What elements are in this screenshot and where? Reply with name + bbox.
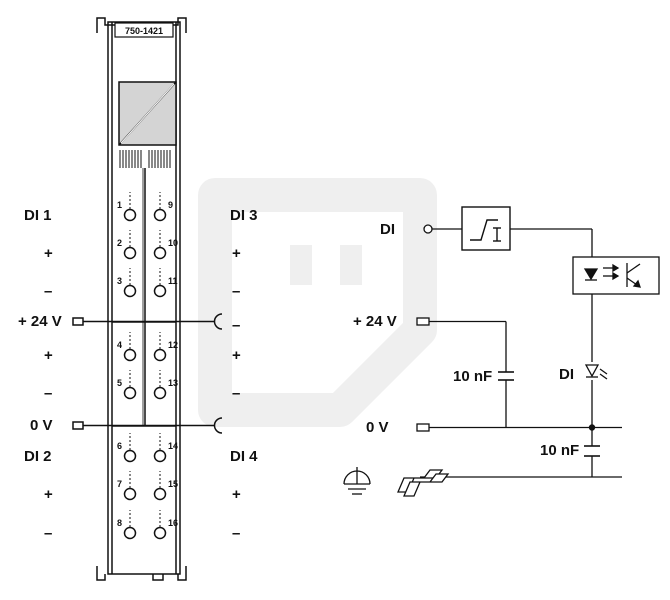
clamp-number-9: 9: [168, 200, 173, 210]
clamp-7[interactable]: [123, 471, 137, 501]
led-label: DI: [559, 366, 574, 383]
clamp-9[interactable]: [153, 192, 167, 222]
label-right-plus-3: +: [232, 486, 241, 503]
label-plus-3: +: [44, 486, 53, 503]
label-right-minus-1: –: [232, 283, 240, 300]
clamp-4[interactable]: [123, 332, 137, 362]
clamp-11[interactable]: [153, 268, 167, 298]
schematic-label-24v: + 24 V: [353, 313, 397, 330]
filter-icon: [461, 206, 511, 251]
clamp-1[interactable]: [123, 192, 137, 222]
schematic-wires: [416, 224, 622, 478]
clamp-15[interactable]: [153, 471, 167, 501]
label-plus-1: +: [44, 245, 53, 262]
power-contacts: [72, 313, 223, 434]
label-right-plus-2: +: [232, 347, 241, 364]
clamp-number-14: 14: [168, 441, 178, 451]
din-rail-icon: [397, 469, 450, 497]
model-label: 750-1421: [125, 26, 163, 36]
optocoupler-icon: [572, 256, 660, 295]
clamp-number-2: 2: [117, 238, 122, 248]
label-right-plus-1: +: [232, 245, 241, 262]
label-minus-1: –: [44, 283, 52, 300]
clamp-2[interactable]: [123, 230, 137, 260]
capacitor-2-icon: [584, 445, 600, 457]
label-right-minus-2: –: [232, 317, 240, 334]
clamp-number-7: 7: [117, 479, 122, 489]
label-24v: + 24 V: [18, 313, 62, 330]
clamp-number-12: 12: [168, 340, 178, 350]
clamp-13[interactable]: [153, 370, 167, 400]
watermark-eyes: [290, 245, 362, 285]
clamp-number-15: 15: [168, 479, 178, 489]
clamp-number-6: 6: [117, 441, 122, 451]
label-di4: DI 4: [230, 448, 258, 465]
converter-icon: [118, 81, 177, 146]
watermark-logo: [198, 178, 437, 427]
clamp-5[interactable]: [123, 370, 137, 400]
clamp-number-4: 4: [117, 340, 122, 350]
capacitor-2-label: 10 nF: [540, 442, 579, 459]
clamp-3[interactable]: [123, 268, 137, 298]
label-plus-2: +: [44, 347, 53, 364]
clamp-number-11: 11: [168, 276, 178, 286]
schematic-label-0v: 0 V: [366, 419, 389, 436]
clamp-6[interactable]: [123, 433, 137, 463]
led-pins: [119, 150, 171, 168]
clamp-14[interactable]: [153, 433, 167, 463]
label-di2: DI 2: [24, 448, 52, 465]
clamp-number-8: 8: [117, 518, 122, 528]
schematic-label-di: DI: [380, 221, 395, 238]
clamp-number-13: 13: [168, 378, 178, 388]
clamp-12[interactable]: [153, 332, 167, 362]
clamp-8[interactable]: [123, 510, 137, 540]
ground-icon: [343, 467, 371, 495]
label-0v: 0 V: [30, 417, 53, 434]
label-minus-2: –: [44, 385, 52, 402]
model-label-box: [114, 22, 174, 38]
clamp-16[interactable]: [153, 510, 167, 540]
clamp-10[interactable]: [153, 230, 167, 260]
capacitor-1-label: 10 nF: [453, 368, 492, 385]
label-right-minus-4: –: [232, 525, 240, 542]
status-led-icon: [584, 364, 608, 380]
clamp-number-5: 5: [117, 378, 122, 388]
label-di3: DI 3: [230, 207, 258, 224]
capacitor-1-icon: [498, 371, 514, 381]
label-right-minus-3: –: [232, 385, 240, 402]
clamp-number-10: 10: [168, 238, 178, 248]
junction-dot: [588, 424, 596, 431]
clamp-number-3: 3: [117, 276, 122, 286]
clamp-number-16: 16: [168, 518, 178, 528]
label-di1: DI 1: [24, 207, 52, 224]
label-minus-3: –: [44, 525, 52, 542]
clamp-number-1: 1: [117, 200, 122, 210]
